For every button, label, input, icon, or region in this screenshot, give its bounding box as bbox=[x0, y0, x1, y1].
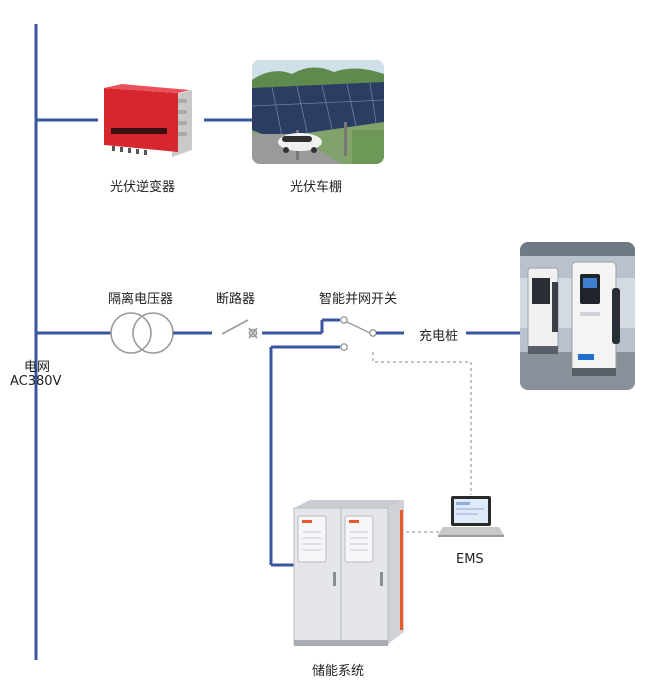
isolation-transformer-label: 隔离电压器 bbox=[108, 292, 174, 307]
comm-dashed-line bbox=[372, 352, 472, 495]
laptop-icon bbox=[438, 496, 504, 537]
storage-label: 储能系统 bbox=[312, 664, 365, 679]
transfer-switch-icon bbox=[340, 316, 377, 351]
charger-label: 充电桩 bbox=[419, 329, 459, 344]
ems-label: EMS bbox=[456, 552, 484, 567]
grid-voltage-label: AC380V bbox=[10, 374, 62, 389]
solar-carport-photo bbox=[252, 60, 384, 164]
breaker-symbol-icon bbox=[221, 319, 258, 339]
pv-inverter-label: 光伏逆变器 bbox=[110, 180, 176, 195]
charger-unit-left bbox=[527, 267, 559, 354]
transformer-symbol-icon bbox=[110, 312, 174, 354]
storage-cabinet-icon bbox=[293, 500, 404, 646]
charger-unit-right bbox=[571, 261, 620, 376]
breaker-label: 断路器 bbox=[216, 292, 256, 307]
grid-label: 电网 bbox=[24, 360, 51, 375]
ev-charger-photo bbox=[520, 242, 635, 390]
pv-inverter-icon bbox=[104, 84, 192, 157]
smart-switch-label: 智能并网开关 bbox=[319, 292, 398, 307]
pv-carport-label: 光伏车棚 bbox=[290, 180, 343, 195]
